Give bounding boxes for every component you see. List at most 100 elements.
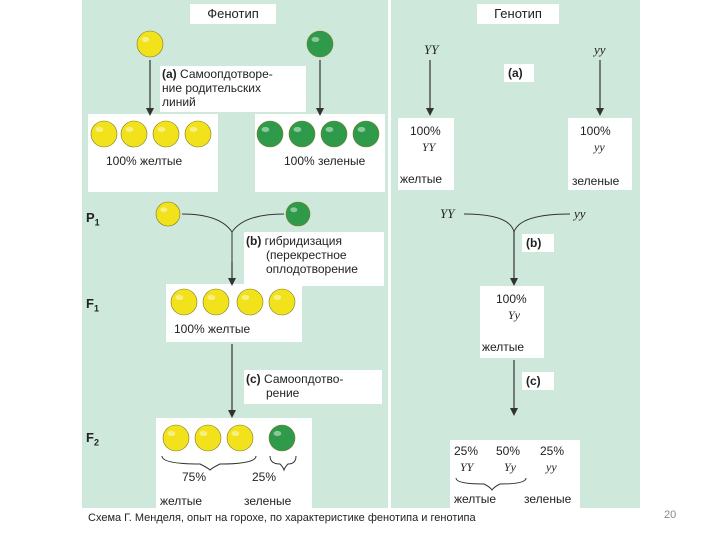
caption: Схема Г. Менделя, опыт на горохе, по хар… xyxy=(88,512,476,524)
f2-green-pct: 25% xyxy=(252,470,277,484)
row-a-yellow-pea-1-highlight xyxy=(95,126,104,133)
geno-f1-word: желтые xyxy=(482,340,525,354)
cross-right-branch xyxy=(231,213,285,233)
row-a-green-pea-3-highlight xyxy=(325,126,334,133)
f2-green-pea-highlight xyxy=(273,430,282,437)
row-a-green-pea-3 xyxy=(320,120,348,148)
parent-yellow-pea-highlight xyxy=(141,36,150,43)
geno-f2-gen-3: yy xyxy=(546,460,557,474)
row-a-yellow-pea-2 xyxy=(120,120,148,148)
f1-yellow-pea-3-highlight xyxy=(241,294,250,301)
page-number: 20 xyxy=(664,509,677,521)
geno-f2-word-green: зеленые xyxy=(524,492,572,506)
parent-green-pea-highlight xyxy=(311,36,320,43)
parent-green-pea xyxy=(306,30,334,58)
row-a-green-pea-1-highlight xyxy=(261,126,270,133)
geno-a-left-word: желтые xyxy=(400,172,443,186)
geno-c-label: (c) xyxy=(526,374,541,388)
geno-f2-word-yellow: желтые xyxy=(454,492,497,506)
geno-f1-pct: 100% xyxy=(496,292,527,306)
geno-f1-box xyxy=(480,286,544,358)
row-a-green-pea-2-highlight xyxy=(293,126,302,133)
f2-yellow-pea-2-highlight xyxy=(199,430,208,437)
geno-a-right-box xyxy=(568,118,632,190)
geno-c-label-box xyxy=(522,372,554,390)
f1-yellow-pea-2-highlight xyxy=(207,294,216,301)
geno-b-label: (b) xyxy=(526,236,542,250)
row-a-yellow-pea-3-highlight xyxy=(157,126,166,133)
f2-green-word: зеленые xyxy=(244,494,292,508)
p1-yellow-pea-highlight xyxy=(160,207,168,213)
geno-p1-right: yy xyxy=(574,206,586,221)
geno-a-left-gen: YY xyxy=(422,140,436,154)
geno-a-right-pct: 100% xyxy=(580,124,611,138)
f1-label: F1 xyxy=(86,296,99,314)
geno-b-label-box xyxy=(522,234,554,252)
row-a-yellow-pea-2-highlight xyxy=(125,126,134,133)
geno-parent-right: yy xyxy=(594,42,606,57)
step-c-box xyxy=(244,370,382,404)
p1-yellow-pea xyxy=(155,201,181,227)
row-a-right-text: 100% зеленые xyxy=(284,154,366,168)
row-a-green-pea-1 xyxy=(256,120,284,148)
genotype-header: Генотип xyxy=(477,4,559,24)
f2-yellow-pea-1-highlight xyxy=(167,430,176,437)
geno-parent-left: YY xyxy=(424,42,439,57)
f2-label: F2 xyxy=(86,430,99,448)
f1-text: 100% желтые xyxy=(174,322,251,336)
geno-cross-right-branch xyxy=(513,213,571,233)
f2-yellow-pea-1 xyxy=(162,424,190,452)
phenotype-header: Фенотип xyxy=(190,4,276,24)
f2-yellow-pct: 75% xyxy=(182,470,207,484)
f2-yellow-pea-2 xyxy=(194,424,222,452)
geno-a-label: (a) xyxy=(508,66,523,80)
row-a-green-pea-2 xyxy=(288,120,316,148)
geno-f2-bracket xyxy=(455,477,527,491)
geno-p1-left: YY xyxy=(440,206,455,221)
geno-a-left-box xyxy=(398,118,454,190)
geno-f2-pct-3: 25% xyxy=(540,444,565,458)
f1-yellow-pea-1 xyxy=(170,288,198,316)
geno-a-right-gen: yy xyxy=(594,140,605,154)
step-a-text: (a) Самоопдотворе- ние родительских лини… xyxy=(162,67,273,109)
genotype-panel xyxy=(391,0,640,508)
row-a-yellow-pea-4 xyxy=(184,120,212,148)
geno-cross-left-branch xyxy=(463,213,515,233)
step-c-text: (c) Самоопдотво- рение xyxy=(246,372,344,400)
step-a-box xyxy=(160,66,306,112)
geno-a-right-word: зеленые xyxy=(572,174,620,188)
f2-yellow-bracket xyxy=(161,455,257,471)
panel-divider xyxy=(388,0,391,508)
f2-green-bracket xyxy=(269,455,297,472)
p1-green-pea-highlight xyxy=(290,207,298,213)
f1-yellow-pea-2 xyxy=(202,288,230,316)
f2-green-pea xyxy=(268,424,296,452)
step-b-box xyxy=(244,232,384,286)
row-a-left-text: 100% желтые xyxy=(106,154,183,168)
parent-yellow-pea xyxy=(136,30,164,58)
cross-left-branch xyxy=(181,213,233,282)
step-b-text: (b) гибридизация (перекрестное оплодотво… xyxy=(246,234,358,276)
geno-a-label-box xyxy=(504,64,534,82)
row-a-green-pea-4 xyxy=(352,120,380,148)
row-a-yellow-pea-1 xyxy=(90,120,118,148)
row-a-yellow-pea-4-highlight xyxy=(189,126,198,133)
p1-label: P1 xyxy=(86,210,100,228)
geno-f2-pct-1: 25% xyxy=(454,444,479,458)
geno-f1-gen: Yy xyxy=(508,308,520,322)
row-a-yellow-pea-3 xyxy=(152,120,180,148)
caption-box xyxy=(82,508,512,528)
f1-yellow-pea-4 xyxy=(268,288,296,316)
geno-a-left-pct: 100% xyxy=(410,124,441,138)
geno-f2-box xyxy=(450,440,580,508)
f2-yellow-word: желтые xyxy=(160,494,203,508)
f1-yellow-pea-3 xyxy=(236,288,264,316)
f1-yellow-pea-4-highlight xyxy=(273,294,282,301)
f1-yellow-pea-1-highlight xyxy=(175,294,184,301)
geno-f2-gen-2: Yy xyxy=(504,460,516,474)
p1-green-pea xyxy=(285,201,311,227)
geno-f2-gen-1: YY xyxy=(460,460,474,474)
f2-yellow-pea-3 xyxy=(226,424,254,452)
geno-f2-pct-2: 50% xyxy=(496,444,521,458)
